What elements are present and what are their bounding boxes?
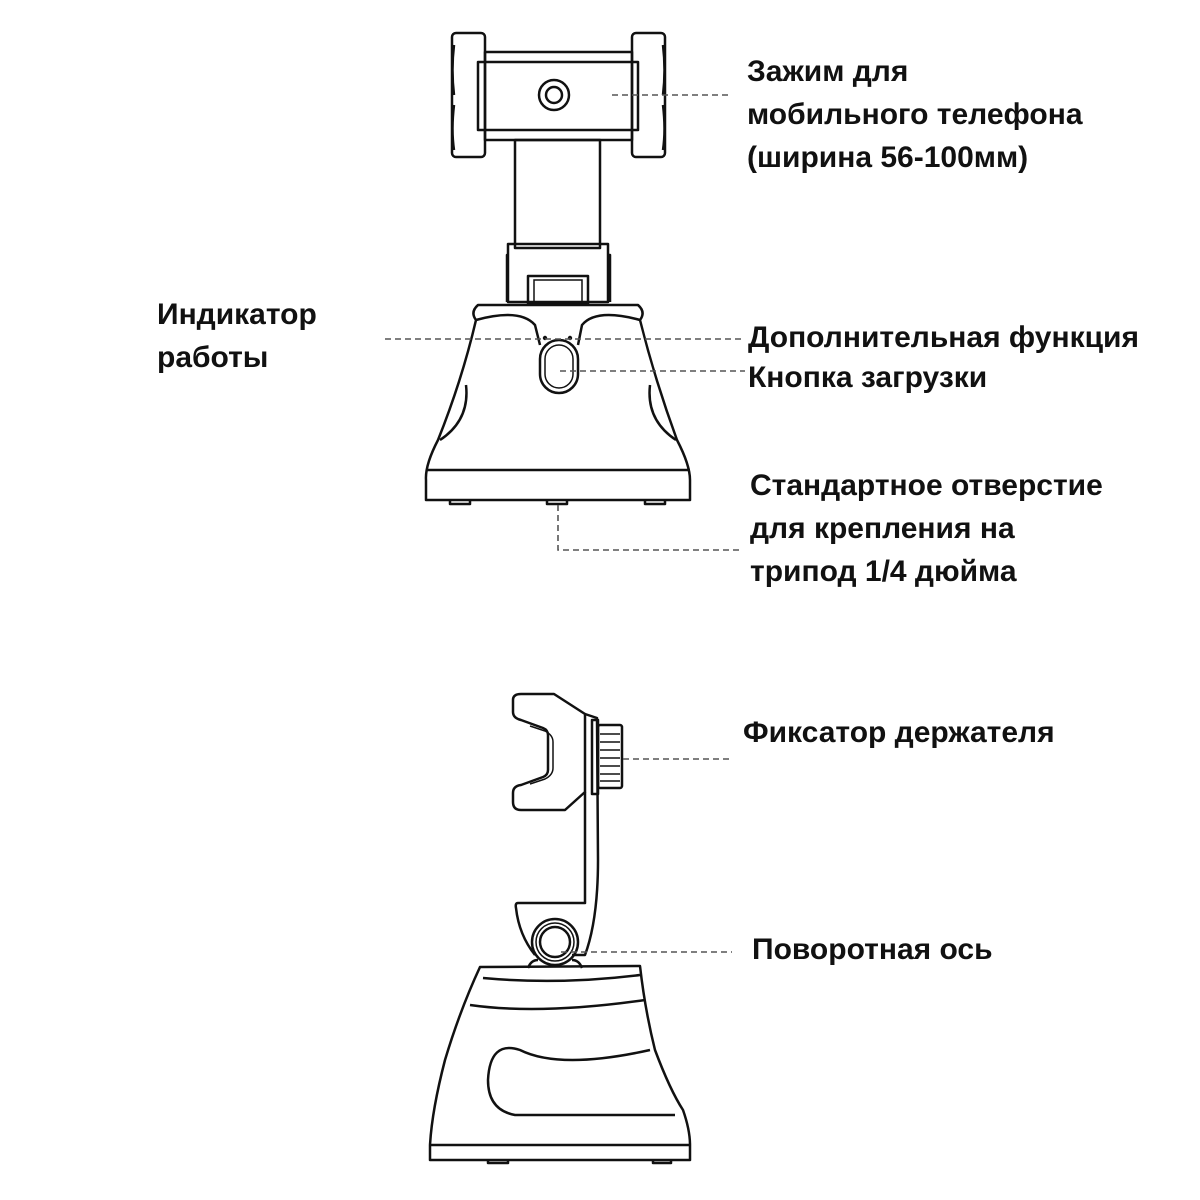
label-phone-clamp: Зажим для мобильного телефона (ширина 56… (747, 50, 1083, 179)
label-boot-button: Кнопка загрузки (748, 361, 988, 394)
neck (505, 138, 612, 306)
label-holder-lock: Фиксатор держателя (743, 716, 1055, 749)
label-line: (ширина 56-100мм) (747, 141, 1029, 174)
label-line: Стандартное отверстие (750, 469, 1103, 502)
base (424, 303, 692, 506)
label-line: работы (157, 341, 269, 374)
label-line: Индикатор (157, 298, 317, 331)
label-line: трипод 1/4 дюйма (750, 555, 1017, 588)
label-tripod-hole: Стандартное отверстие для крепления на т… (750, 464, 1103, 593)
rotation-axis-ring (530, 917, 580, 967)
label-extra-function: Дополнительная функция (748, 321, 1139, 354)
side-clamp (511, 692, 587, 812)
label-line: для крепления на (750, 512, 1015, 545)
label-line: мобильного телефона (747, 98, 1083, 131)
label-indicator: Индикатор работы (157, 293, 317, 379)
lens-mount-icon (537, 78, 571, 112)
front-view-device (385, 31, 745, 551)
label-rotation-axis: Поворотная ось (752, 933, 993, 966)
side-base (428, 958, 692, 1165)
side-leader-lines (561, 758, 732, 953)
side-view-device (428, 692, 732, 1165)
front-leader-lines (385, 94, 745, 551)
label-line: Зажим для (747, 55, 909, 88)
boot-button (538, 338, 580, 395)
